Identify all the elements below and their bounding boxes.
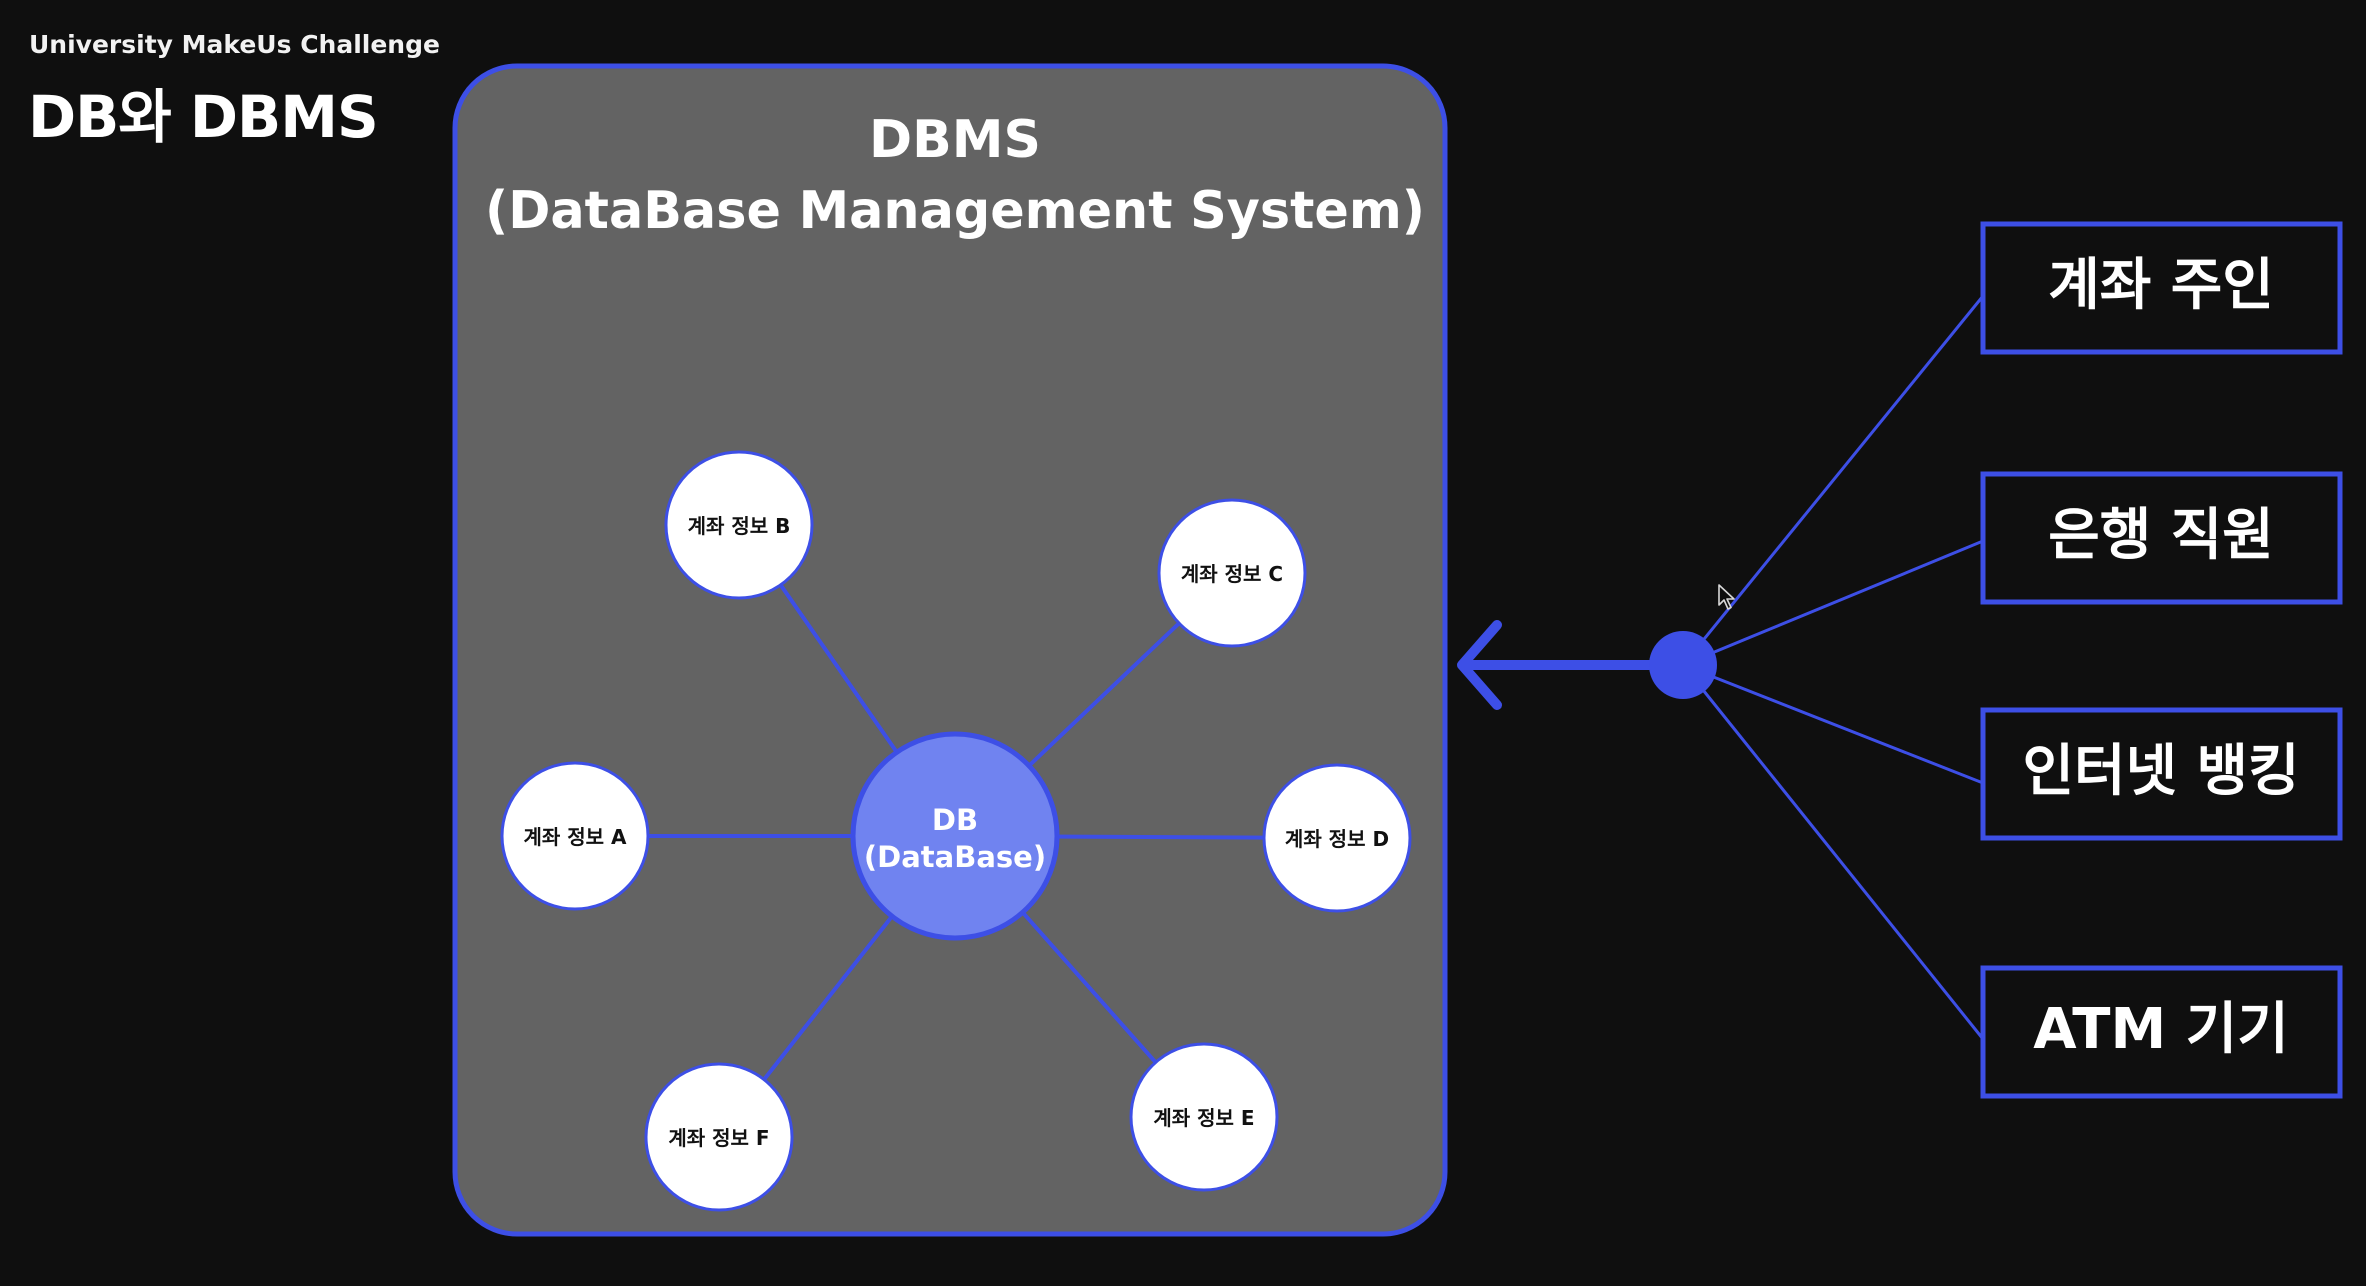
account-node-f: 계좌 정보 F (644, 1062, 794, 1212)
account-node-c: 계좌 정보 C (1157, 498, 1307, 648)
user-label: 은행 직원 (2048, 503, 2274, 568)
dbms-panel (452, 63, 1448, 1237)
db-circle (850, 731, 1060, 941)
connector-account-owner (1681, 295, 1985, 666)
dbms-title-full: (DataBase Management System) (485, 181, 1425, 241)
user-label: ATM 기기 (2033, 997, 2288, 1062)
access-arrow (1457, 620, 1688, 710)
page-title: DB와 DBMS (28, 83, 379, 151)
account-node-a: 계좌 정보 A (500, 761, 650, 911)
hub-dot (1649, 631, 1717, 699)
user-box-bank-employee: 은행 직원 (1980, 471, 2343, 605)
user-label: 계좌 주인 (2048, 253, 2274, 318)
connector-internet-banking (1682, 663, 1984, 785)
header-subtitle: University MakeUs Challenge (29, 30, 440, 59)
account-node-label: 계좌 정보 C (1181, 562, 1283, 586)
account-node-label: 계좌 정보 E (1153, 1106, 1254, 1130)
account-node-label: 계좌 정보 B (688, 514, 791, 538)
connector-bank-employee (1682, 539, 1984, 667)
user-label: 인터넷 뱅킹 (2022, 739, 2299, 804)
user-box-atm-device: ATM 기기 (1980, 965, 2343, 1099)
account-node-e: 계좌 정보 E (1129, 1042, 1279, 1192)
user-connectors (1681, 295, 1985, 1040)
mouse-pointer-icon (1718, 584, 1735, 610)
account-node-label: 계좌 정보 F (668, 1126, 769, 1150)
account-node-b: 계좌 정보 B (664, 450, 814, 600)
connector-atm-device (1681, 664, 1985, 1040)
user-box-internet-banking: 인터넷 뱅킹 (1980, 707, 2343, 841)
account-node-label: 계좌 정보 A (523, 825, 627, 849)
db-label: DB (932, 803, 978, 837)
account-node-d: 계좌 정보 D (1262, 763, 1412, 913)
db-sublabel: (DataBase) (864, 840, 1046, 874)
user-box-account-owner: 계좌 주인 (1980, 221, 2343, 355)
dbms-title: DBMS (869, 110, 1041, 170)
account-node-label: 계좌 정보 D (1285, 827, 1389, 851)
